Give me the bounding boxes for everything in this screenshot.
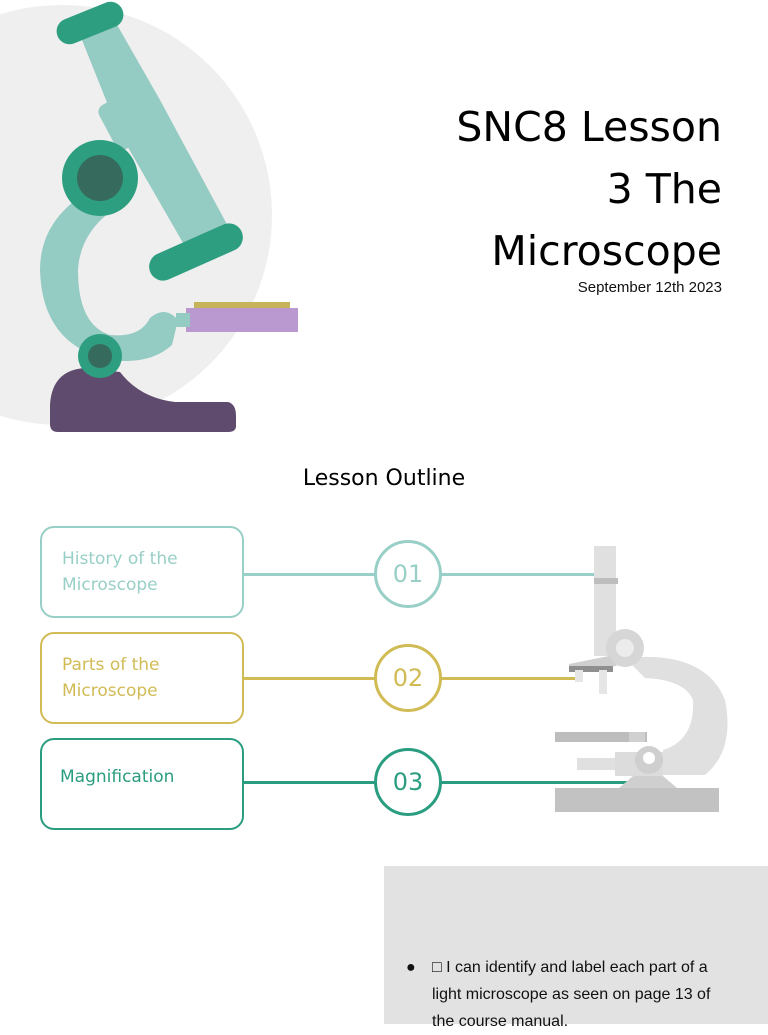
title-slide: SNC8 Lesson 3 The Microscope September 1… — [0, 0, 768, 433]
learning-goal-panel: ● □ I can identify and label each part o… — [384, 866, 768, 1030]
outline-item-label: Parts of the Microscope — [62, 655, 160, 701]
outline-item-history[interactable]: History of the Microscope — [40, 526, 244, 618]
outline-number-01: 01 — [374, 540, 442, 608]
microscope-outline-icon — [555, 546, 728, 812]
outline-item-magnification[interactable]: Magnification — [40, 738, 244, 830]
outline-item-label: History of the Microscope — [62, 549, 178, 595]
outline-number-label: 03 — [392, 768, 424, 796]
learning-goal-bullet: ● □ I can identify and label each part o… — [406, 954, 722, 1035]
outline-number-03: 03 — [374, 748, 442, 816]
connector-line-3 — [244, 781, 652, 784]
outline-item-parts[interactable]: Parts of the Microscope — [40, 632, 244, 724]
checkbox-icon: □ — [432, 959, 442, 976]
outline-item-label: Magnification — [60, 767, 175, 787]
outline-number-label: 01 — [392, 560, 424, 588]
bullet-icon: ● — [406, 959, 416, 976]
date-label: September 12th 2023 — [577, 279, 722, 296]
outline-number-label: 02 — [392, 664, 424, 692]
learning-goal-text: I can identify and label each part of a … — [432, 959, 711, 1030]
page-title: SNC8 Lesson 3 The Microscope — [456, 103, 722, 275]
outline-number-02: 02 — [374, 644, 442, 712]
outline-heading: Lesson Outline — [302, 466, 466, 491]
microscope-illustration-icon — [0, 1, 298, 432]
